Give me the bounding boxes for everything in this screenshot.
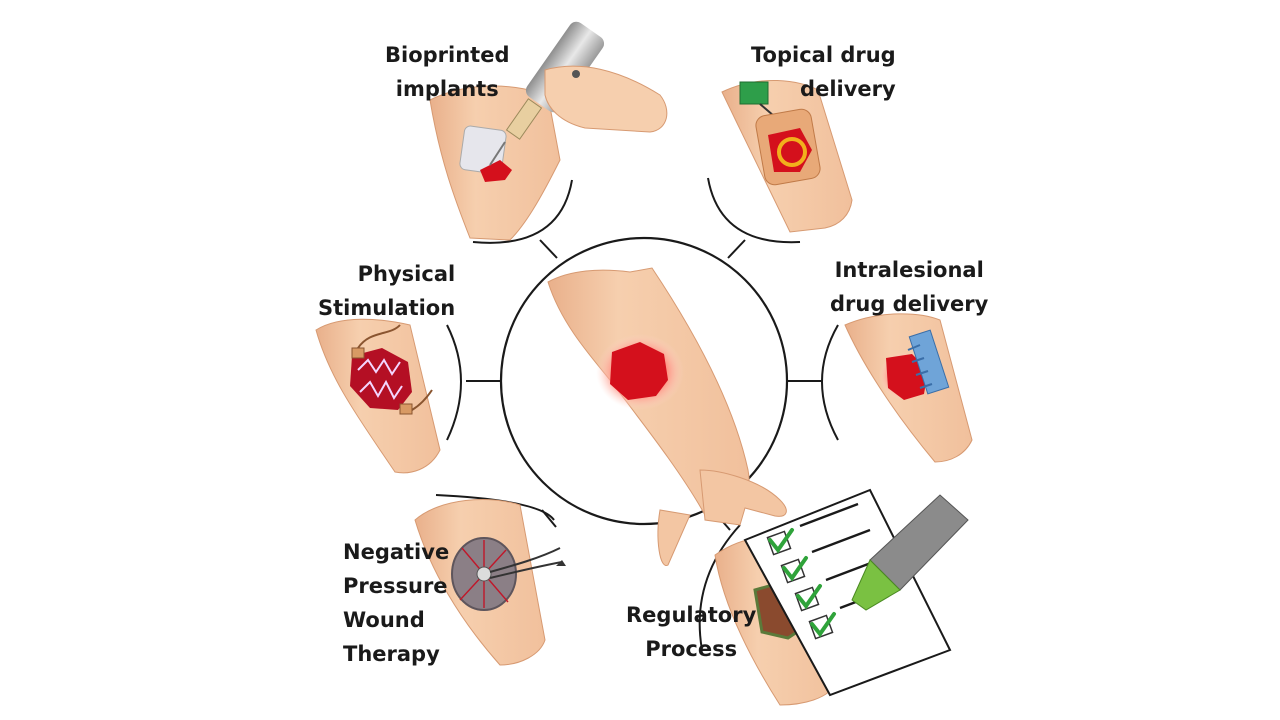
label-line: Wound bbox=[343, 608, 425, 632]
label-line: Stimulation bbox=[318, 296, 456, 320]
bioprinted-wound bbox=[480, 160, 512, 182]
central-wound-arm bbox=[499, 236, 789, 566]
topical-icon bbox=[721, 79, 853, 233]
outer-arcs bbox=[435, 177, 839, 651]
checklist-paper bbox=[743, 488, 952, 697]
microneedles bbox=[907, 344, 933, 389]
physical-icon bbox=[315, 318, 441, 474]
bioprinted-icon bbox=[429, 21, 668, 241]
regulatory-icon bbox=[714, 488, 969, 706]
topical-chip bbox=[739, 81, 769, 105]
bioprinter-button bbox=[572, 70, 580, 78]
label-intralesional-drug-delivery: Intralesional drug delivery bbox=[830, 253, 988, 321]
arm-thumb bbox=[657, 509, 691, 566]
arm-hand bbox=[699, 469, 787, 526]
npwt-port bbox=[476, 566, 492, 582]
label-line: implants bbox=[395, 77, 499, 101]
npwt-tube-b bbox=[489, 561, 563, 579]
label-bioprinted-implants: Bioprinted implants bbox=[385, 38, 509, 106]
npwt-arrow bbox=[556, 560, 566, 566]
label-line: Topical drug bbox=[751, 43, 896, 67]
arc-topical bbox=[707, 177, 801, 244]
bioprinted-patch bbox=[459, 125, 507, 175]
npwt-tube-a bbox=[489, 547, 561, 573]
arc-bioprinted bbox=[472, 179, 573, 244]
physical-lead-b bbox=[411, 389, 433, 411]
bioprinter-nozzle bbox=[489, 141, 506, 166]
npwt-icon bbox=[414, 499, 566, 666]
connector-topical bbox=[727, 239, 746, 259]
bioprinter-cartridge bbox=[505, 98, 543, 140]
label-line: Bioprinted bbox=[385, 43, 510, 67]
label-line: Physical bbox=[357, 262, 456, 286]
label-line: delivery bbox=[800, 77, 896, 101]
label-line: Regulatory bbox=[626, 603, 757, 627]
connector-bioprinted bbox=[539, 239, 558, 259]
intralesional-icon bbox=[844, 313, 973, 463]
label-line: Negative bbox=[343, 540, 450, 564]
label-topical-drug-delivery: Topical drug delivery bbox=[751, 38, 896, 106]
arc-physical bbox=[446, 324, 462, 441]
label-negative-pressure-wound-therapy: Negative Pressure Wound Therapy bbox=[343, 535, 449, 671]
bioprinter-hand bbox=[544, 65, 668, 133]
wound-center bbox=[610, 342, 668, 400]
physical-electrode-b bbox=[399, 403, 413, 415]
marker-tip bbox=[851, 559, 901, 611]
label-line: Pressure bbox=[343, 574, 448, 598]
arc-regulatory bbox=[698, 524, 741, 651]
label-line: Process bbox=[645, 637, 738, 661]
label-regulatory-process: Regulatory Process bbox=[626, 598, 756, 666]
physical-electrode-zigzag-bottom bbox=[359, 379, 403, 400]
physical-electrode-a bbox=[351, 347, 365, 359]
checklist-checkmarks bbox=[768, 528, 836, 638]
label-line: Therapy bbox=[343, 642, 440, 666]
label-physical-stimulation: Physical Stimulation bbox=[318, 257, 455, 325]
topical-reservoir bbox=[777, 137, 807, 167]
label-line: Intralesional bbox=[834, 258, 984, 282]
physical-electrode-zigzag-top bbox=[357, 358, 401, 376]
intralesional-wound bbox=[886, 354, 928, 400]
physical-lead-a bbox=[357, 324, 401, 349]
label-line: drug delivery bbox=[830, 292, 989, 316]
arc-intralesional bbox=[821, 324, 839, 441]
